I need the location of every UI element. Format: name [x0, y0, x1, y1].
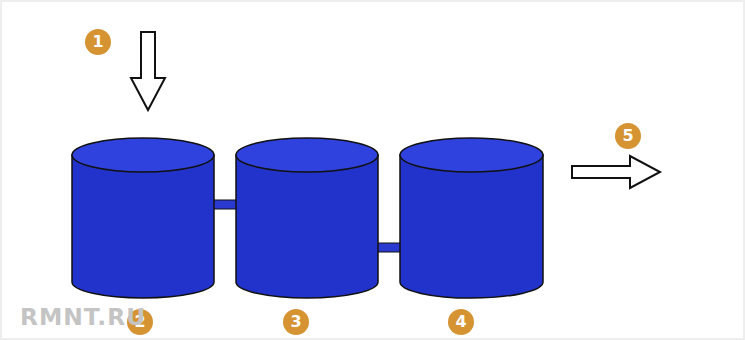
- connecting-pipe: [376, 243, 402, 252]
- callout-circle: [283, 309, 309, 335]
- watermark: RMNT.RU: [20, 306, 146, 329]
- connecting-pipe: [212, 200, 238, 209]
- tank: [72, 138, 214, 298]
- callout-number: 4: [455, 314, 466, 330]
- tank: [236, 138, 378, 298]
- tank: [400, 138, 543, 298]
- callout-number: 1: [92, 34, 103, 50]
- callout-circle: [615, 123, 641, 149]
- callout-number: 5: [622, 128, 633, 144]
- callout-circle: [85, 29, 111, 55]
- outlet-arrow: [572, 156, 660, 188]
- callout-number: 3: [290, 314, 301, 330]
- inlet-arrow: [131, 32, 165, 110]
- callout-circle: [448, 309, 474, 335]
